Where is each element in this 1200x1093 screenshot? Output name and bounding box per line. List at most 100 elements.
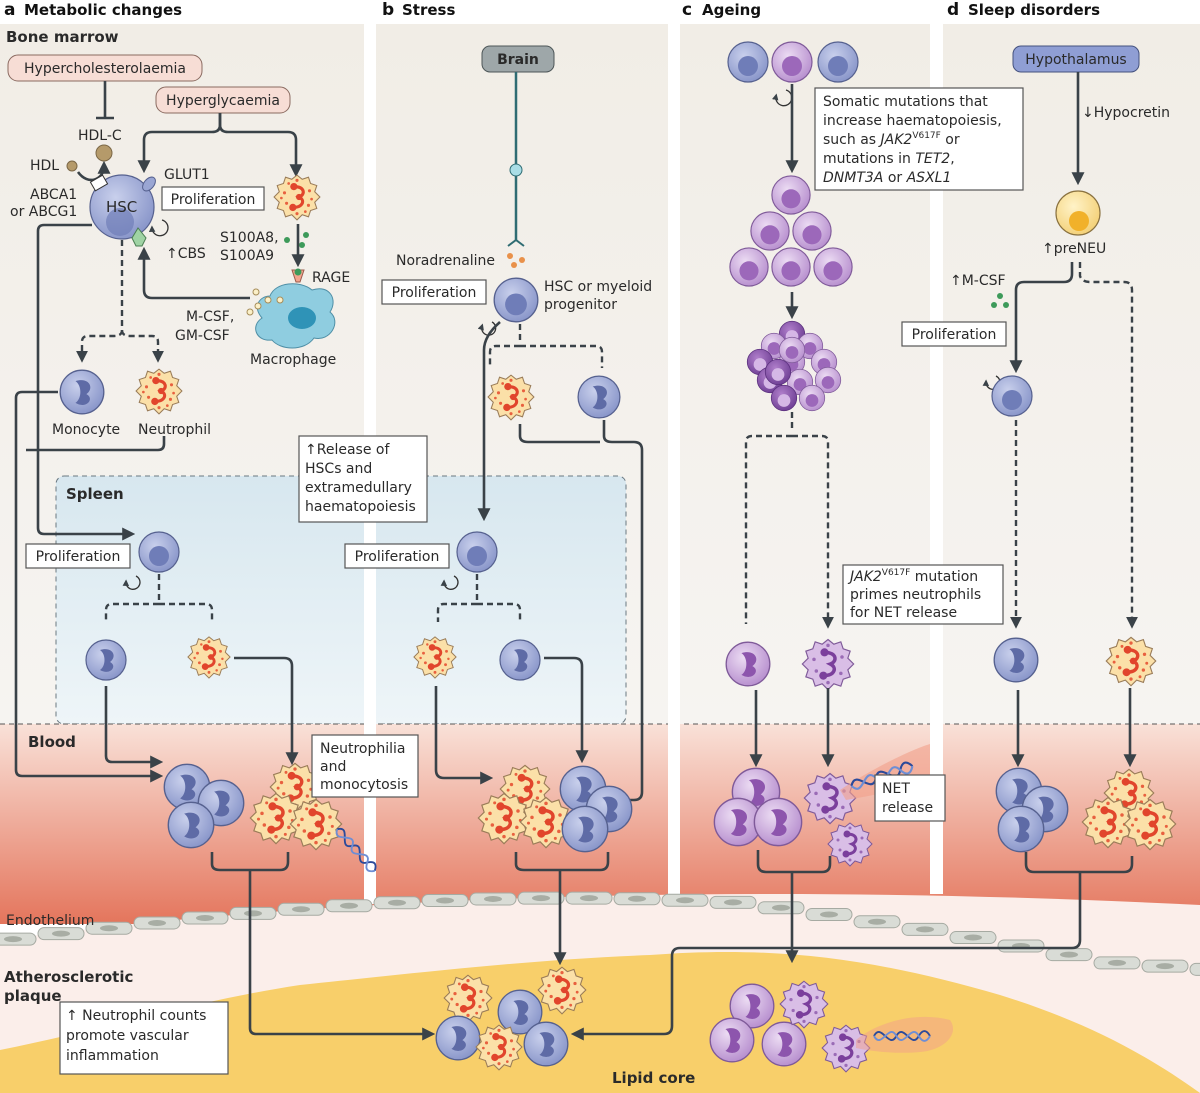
hyperglycaemia-branch-right [218, 113, 303, 178]
hsc-b-line2: progenitor [544, 297, 617, 313]
neutrophil-counts-line1: ↑ Neutrophil counts [66, 1008, 206, 1024]
release-line4: haematopoiesis [305, 499, 416, 515]
endothelial-cell [709, 895, 757, 909]
clone-cell-3 [792, 211, 832, 251]
preneu-differentiation [1078, 262, 1138, 629]
clonal-cell [770, 384, 798, 412]
hsc-d [991, 375, 1033, 417]
hdl-c-particle [95, 144, 113, 162]
spleen-proliferation-label-a: Proliferation [36, 549, 121, 565]
hsc-c-3 [817, 41, 859, 83]
self-renewal-icon-c [772, 89, 793, 107]
neutrophil-to-blood-line [26, 436, 166, 452]
macrophage-nucleus [288, 307, 316, 329]
net-release-line2: release [882, 800, 933, 816]
proliferation-callout-d [901, 321, 1007, 347]
neutrophil-label: Neutrophil [138, 422, 211, 438]
endothelium-label: Endothelium [6, 913, 94, 929]
spleen-proliferation-callout-a [25, 543, 131, 569]
clone-cell-6 [813, 247, 853, 287]
plaque-region [0, 951, 1200, 1093]
separator-cd [930, 24, 943, 894]
jak2-line1: JAK2V617F mutation [847, 568, 978, 585]
spleen-proliferation-label-b: Proliferation [355, 549, 440, 565]
clonal-cell [764, 358, 792, 386]
nerve-varicosity [509, 163, 523, 177]
somatic-mutations-callout [814, 87, 1024, 191]
panel-headers: a Metabolic changes b Stress c Ageing d … [4, 0, 1100, 20]
neutrophil-counts-callout [59, 1001, 229, 1075]
abca1-label-line2: or ABCG1 [10, 204, 77, 220]
bm-cells-b-to-blood [518, 420, 644, 800]
noradrenaline-particles [507, 253, 525, 268]
net-release-callout [874, 774, 946, 822]
plaque-monocyte-c3 [761, 1021, 807, 1067]
somatic-line2: increase haematopoiesis, [823, 113, 1002, 129]
spleen-monocyte-b [499, 639, 541, 681]
macrophage-label: Macrophage [250, 352, 336, 368]
spleen-label: Spleen [66, 485, 124, 503]
clone-cell-1 [771, 175, 811, 215]
blood-to-plaque-a [210, 852, 430, 1034]
nerve-terminal [507, 238, 525, 247]
hsc-b-line1: HSC or myeloid [544, 279, 652, 295]
brain-label: Brain [497, 52, 539, 68]
blood-to-plaque-c [756, 850, 832, 958]
endothelial-cell [853, 915, 901, 929]
spleen-self-renewal-icon-b [440, 575, 459, 590]
mcsf-label-line2: GM-CSF [175, 328, 230, 344]
neutrophil-counts-line3: inflammation [66, 1048, 159, 1064]
glut1-label: GLUT1 [164, 167, 210, 183]
hsc-c-1 [727, 41, 769, 83]
proliferation-label-a: Proliferation [171, 192, 256, 208]
s100-particles [284, 232, 309, 248]
blood-to-plaque-d [576, 852, 1134, 1034]
lipid-core-label: Lipid core [612, 1069, 695, 1087]
clone-cell-4 [729, 247, 769, 287]
plaque-monocyte-3 [523, 1021, 569, 1067]
release-line1: ↑Release of [305, 442, 390, 458]
panel-b-letter: b [382, 0, 394, 20]
hsc-b-to-spleen [477, 321, 501, 522]
preneu-label: ↑preNEU [1042, 241, 1106, 257]
preneu-cell [1055, 190, 1101, 236]
proliferation-callout-a [161, 186, 265, 211]
endothelial-cell [1093, 956, 1141, 970]
somatic-line4: mutations in TET2, [823, 151, 955, 167]
hsc-label: HSC [106, 198, 137, 216]
hsc-differentiation-right [120, 329, 164, 363]
panel-d: Hypothalamus ↓Hypocretin ↑preNEU ↑M-CSF … [576, 45, 1178, 1034]
blood-monocyte-c3 [753, 797, 803, 847]
somatic-line5: DNMT3A or ASXL1 [823, 170, 951, 186]
hsc-cell [89, 174, 156, 247]
hsc-b [493, 277, 539, 323]
hsc-c-mutant [771, 41, 813, 83]
panel-a-letter: a [4, 0, 15, 20]
spleen-hsc-b [456, 531, 498, 573]
hypothalamus-label: Hypothalamus [1025, 52, 1126, 68]
plaque-label-line1: Atherosclerotic [4, 968, 133, 986]
endothelial-cell [1045, 948, 1093, 962]
spleen-differentiation-a [104, 574, 214, 622]
panel-c-title: Ageing [702, 1, 761, 19]
proliferation-callout-b [381, 279, 487, 305]
abca1-transporter [89, 174, 109, 192]
rage-label: RAGE [312, 270, 350, 286]
panel-c: Somatic mutations that increase haematop… [709, 41, 1024, 1074]
spleen-monocyte-a [85, 639, 127, 681]
endothelial-cell [0, 932, 37, 946]
hdl-particle [66, 160, 78, 172]
endothelial-cell [277, 902, 325, 916]
glut1-transporter [142, 176, 156, 192]
compartment-labels: Bone marrow Spleen Blood Endothelium Ath… [4, 28, 695, 1087]
spleen-monocyte-to-blood [104, 686, 164, 769]
clone-cell-5 [771, 247, 811, 287]
bone-marrow-label: Bone marrow [6, 28, 119, 46]
hyperglycaemia-label: Hyperglycaemia [166, 93, 280, 109]
mcsf-label-line1: M-CSF, [186, 309, 234, 325]
blood-monocyte-a3 [167, 801, 215, 849]
plaque-monocyte-2 [435, 1015, 481, 1061]
self-renewal-icon-a [148, 219, 169, 237]
rage-ligand [294, 268, 302, 276]
release-line3: extramedullary [305, 480, 412, 496]
